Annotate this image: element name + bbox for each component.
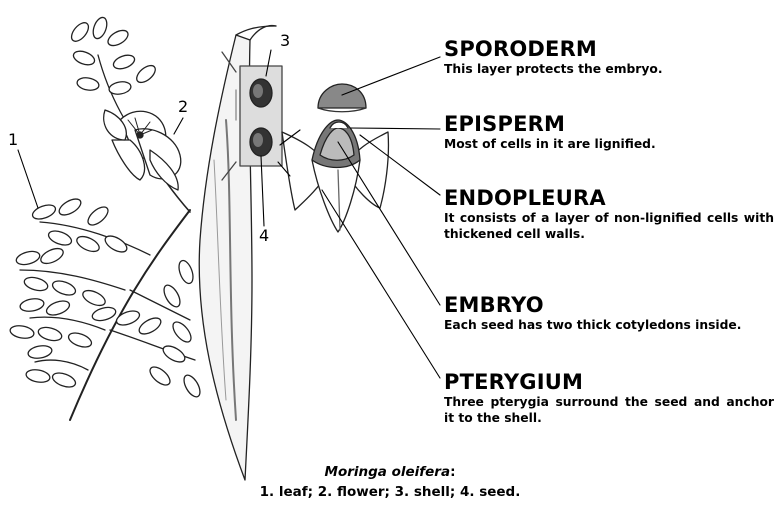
callout-term: SPORODERM bbox=[444, 37, 774, 61]
marker-number-4: 4 bbox=[259, 226, 269, 245]
callout-episperm: EPISPERM Most of cells in it are lignifi… bbox=[444, 112, 774, 152]
callout-description: This layer protects the embryo. bbox=[444, 61, 774, 77]
marker-number-1: 1 bbox=[8, 130, 18, 149]
callout-description: Three pterygia surround the seed and anc… bbox=[444, 394, 774, 426]
marker-number-2: 2 bbox=[178, 97, 188, 116]
callout-endopleura: ENDOPLEURA It consists of a layer of non… bbox=[444, 186, 774, 242]
callout-term: EMBRYO bbox=[444, 293, 774, 317]
marker-number-3: 3 bbox=[280, 31, 290, 50]
caption-species: Moringa oleifera bbox=[325, 464, 451, 480]
callout-description: Each seed has two thick cotyledons insid… bbox=[444, 317, 774, 333]
callout-pterygium: PTERYGIUM Three pterygia surround the se… bbox=[444, 370, 774, 426]
callout-description: Most of cells in it are lignified. bbox=[444, 136, 774, 152]
callout-term: EPISPERM bbox=[444, 112, 774, 136]
caption-colon: : bbox=[450, 464, 455, 480]
callout-sporoderm: SPORODERM This layer protects the embryo… bbox=[444, 37, 774, 77]
callout-description: It consists of a layer of non-lignified … bbox=[444, 210, 774, 242]
callout-term: ENDOPLEURA bbox=[444, 186, 774, 210]
leaf-drawing bbox=[9, 196, 203, 420]
caption-title: Moringa oleifera: bbox=[0, 462, 780, 482]
flower-drawing bbox=[68, 16, 190, 212]
callout-embryo: EMBRYO Each seed has two thick cotyledon… bbox=[444, 293, 774, 333]
caption-legend: 1. leaf; 2. flower; 3. shell; 4. seed. bbox=[0, 482, 780, 502]
seed-dissection bbox=[282, 84, 388, 232]
figure-caption: Moringa oleifera: 1. leaf; 2. flower; 3.… bbox=[0, 462, 780, 502]
callout-term: PTERYGIUM bbox=[444, 370, 774, 394]
